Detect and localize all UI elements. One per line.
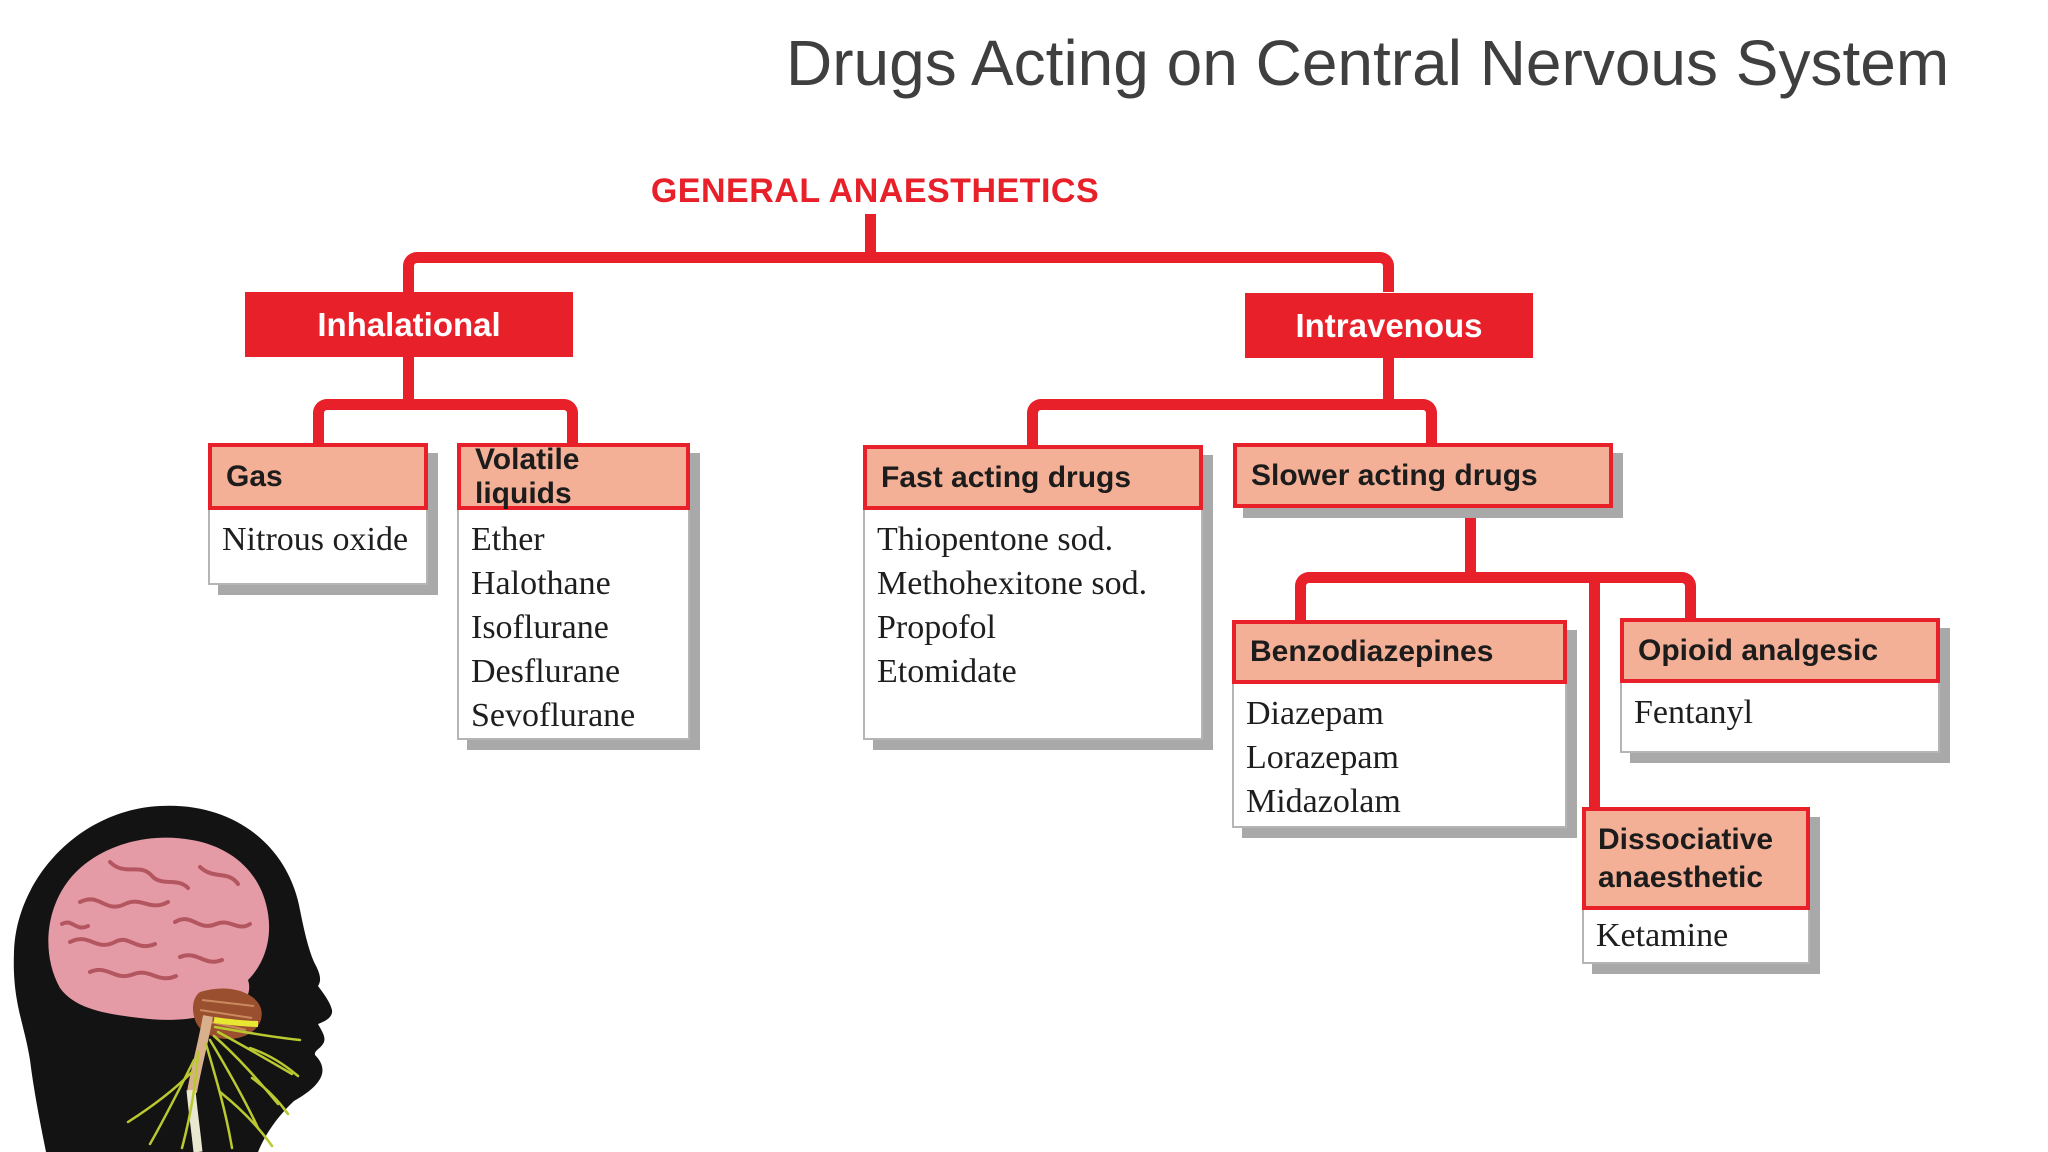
connector-root-stem <box>865 214 876 262</box>
drug-item: Ketamine <box>1596 917 1729 954</box>
connector-intravenous-bracket <box>1027 399 1437 448</box>
node-benzodiazepines-body: Diazepam Lorazepam Midazolam <box>1232 684 1567 828</box>
brain-icon <box>48 837 270 1020</box>
node-opioid-analgesic-header: Opioid analgesic <box>1620 618 1940 683</box>
drug-item: Diazepam <box>1246 695 1384 732</box>
human-head-brain-nerves-illustration <box>13 805 333 1152</box>
branch-inhalational-label: Inhalational <box>317 305 501 343</box>
node-gas: Gas Nitrous oxide <box>208 443 428 585</box>
node-dissociative-anaesthetic: Dissociative anaesthetic Ketamine <box>1582 807 1810 964</box>
drug-item: Lorazepam <box>1246 739 1399 776</box>
node-benzodiazepines: Benzodiazepines Diazepam Lorazepam Midaz… <box>1232 620 1567 828</box>
drug-item: Sevoflurane <box>471 697 636 734</box>
drug-item: Desflurane <box>471 653 621 690</box>
node-gas-body: Nitrous oxide <box>208 510 428 585</box>
node-fast-acting-body: Thiopentone sod. Methohexitone sod. Prop… <box>863 510 1203 740</box>
drug-item: Halothane <box>471 565 611 602</box>
branch-intravenous: Intravenous <box>1245 293 1533 358</box>
page-title: Drugs Acting on Central Nervous System <box>786 27 1950 99</box>
node-benzodiazepines-header: Benzodiazepines <box>1232 620 1567 684</box>
drug-item: Methohexitone sod. <box>877 565 1148 602</box>
connector-intravenous-stem <box>1383 358 1394 405</box>
drug-item: Propofol <box>877 609 996 646</box>
drug-item: Thiopentone sod. <box>877 521 1114 558</box>
node-gas-header: Gas <box>208 443 428 510</box>
connector-slower-stem <box>1465 508 1476 578</box>
nerves-icon <box>126 1025 302 1150</box>
spinal-cord <box>186 1089 203 1152</box>
node-dissociative-anaesthetic-body: Ketamine <box>1582 910 1810 964</box>
node-volatile-liquids: Volatile liquids Ether Halothane Isoflur… <box>457 443 690 740</box>
drug-item: Fentanyl <box>1634 694 1753 731</box>
connector-inhalational-bracket <box>313 399 578 448</box>
node-slower-acting: Slower acting drugs <box>1233 443 1613 508</box>
node-fast-acting-header: Fast acting drugs <box>863 445 1203 510</box>
drug-item: Midazolam <box>1246 783 1401 820</box>
node-dissociative-anaesthetic-header: Dissociative anaesthetic <box>1582 807 1810 910</box>
branch-intravenous-label: Intravenous <box>1295 306 1483 344</box>
node-slower-acting-header: Slower acting drugs <box>1233 443 1613 508</box>
connector-inhalational-stem <box>403 357 414 405</box>
node-volatile-liquids-header: Volatile liquids <box>457 443 690 510</box>
connector-dissociative-stem <box>1589 578 1600 813</box>
node-fast-acting: Fast acting drugs Thiopentone sod. Metho… <box>863 445 1203 740</box>
drug-item: Etomidate <box>877 653 1017 690</box>
drug-item: Isoflurane <box>471 609 609 646</box>
drug-item: Ether <box>471 521 545 558</box>
brainstem-icon <box>187 1015 213 1093</box>
connector-slower-bracket <box>1295 572 1696 620</box>
optic-nerve-bundle <box>213 1017 259 1027</box>
node-opioid-analgesic: Opioid analgesic Fentanyl <box>1620 618 1940 753</box>
brain-sulci-lines <box>60 860 252 981</box>
connector-root-bracket <box>403 252 1394 292</box>
node-volatile-liquids-body: Ether Halothane Isoflurane Desflurane Se… <box>457 510 690 740</box>
branch-inhalational: Inhalational <box>245 292 573 357</box>
node-opioid-analgesic-body: Fentanyl <box>1620 683 1940 753</box>
root-label-general-anaesthetics: GENERAL ANAESTHETICS <box>650 172 1100 210</box>
drug-item: Nitrous oxide <box>222 521 409 558</box>
